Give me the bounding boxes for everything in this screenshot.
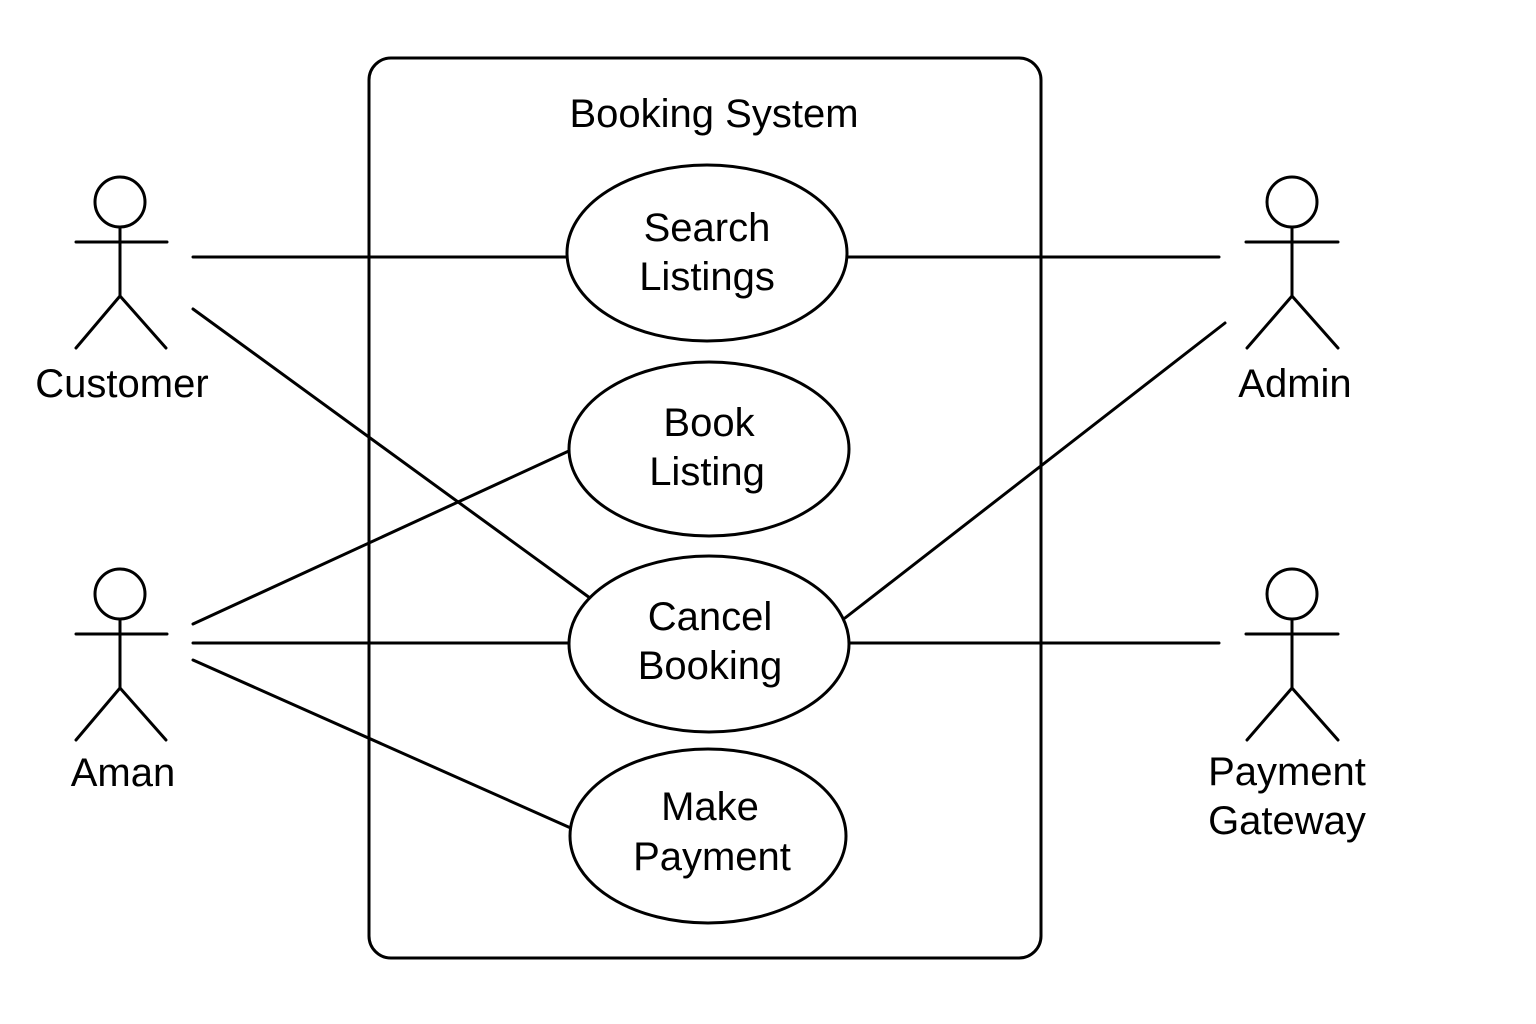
use-case-label: Make [661, 785, 759, 829]
system-title: Booking System [569, 92, 858, 136]
association-aman-book-listing [191, 448, 573, 626]
use-case-make-payment: Make Payment [568, 747, 848, 925]
use-case-cancel-booking: Cancel Booking [567, 554, 851, 734]
use-case-label: Booking [638, 644, 783, 688]
use-case-label: Payment [633, 835, 791, 879]
associations [191, 255, 1227, 831]
actor-label: Payment [1208, 750, 1366, 794]
association-admin-cancel-booking [843, 321, 1227, 620]
use-case-ellipse [565, 163, 849, 343]
association-aman-make-payment [191, 658, 575, 831]
stick-figure-icon [1244, 175, 1340, 350]
stick-figure-icon [1244, 567, 1340, 742]
association-customer-cancel-booking [191, 307, 592, 600]
use-case-book-listing: Book Listing [567, 360, 851, 538]
actor-payment-gateway: Payment Gateway [1208, 567, 1366, 843]
actor-label: Admin [1238, 362, 1351, 406]
use-case-ellipse [567, 360, 851, 538]
use-case-search-listings: Search Listings [565, 163, 849, 343]
use-case-label: Cancel [648, 595, 773, 639]
actor-aman: Aman [71, 567, 176, 795]
use-case-ellipse [568, 747, 848, 925]
actor-label: Customer [35, 362, 208, 406]
use-case-label: Listing [649, 450, 765, 494]
use-case-label: Search [644, 206, 771, 250]
use-case-label: Book [663, 401, 755, 445]
use-case-label: Listings [639, 255, 775, 299]
stick-figure-icon [74, 175, 169, 350]
actor-customer: Customer [35, 175, 209, 406]
stick-figure-icon [74, 567, 169, 742]
actor-admin: Admin [1238, 175, 1352, 406]
use-case-ellipse [567, 554, 851, 734]
actor-label: Aman [71, 751, 176, 795]
actor-label: Gateway [1208, 799, 1366, 843]
